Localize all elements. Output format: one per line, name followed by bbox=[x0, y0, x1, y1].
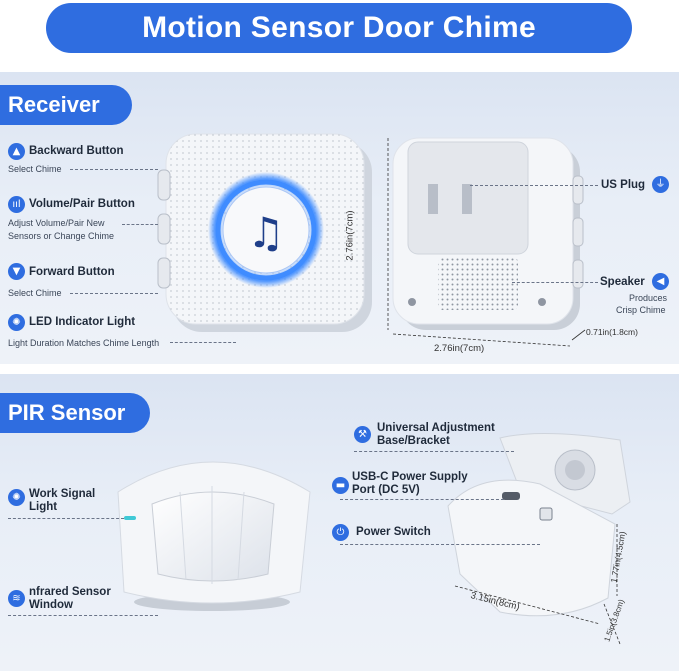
receiver-panel: ♫ Receiver ▲ Backward Button Select C bbox=[0, 72, 679, 364]
receiver-depth-dimension: 0.71in(1.8cm) bbox=[586, 327, 638, 337]
infrared-wave-icon: ≋ bbox=[8, 590, 25, 607]
triangle-down-icon: ▼ bbox=[8, 263, 25, 280]
us-plug-leader-line bbox=[470, 185, 598, 186]
wrench-icon: ⚒ bbox=[354, 426, 371, 443]
triangle-up-icon: ▲ bbox=[8, 143, 25, 160]
page-title: Motion Sensor Door Chime bbox=[142, 11, 536, 44]
usbc-line1: USB-C Power Supply bbox=[352, 471, 468, 483]
backward-button-desc: Select Chime bbox=[8, 164, 62, 174]
pir-section-label: PIR Sensor bbox=[0, 393, 150, 433]
pir-section-text: PIR Sensor bbox=[8, 400, 126, 425]
work-signal-leader-line bbox=[8, 518, 124, 519]
receiver-back bbox=[392, 137, 584, 330]
speaker-label: Speaker bbox=[600, 276, 645, 288]
power-switch-label: Power Switch bbox=[356, 526, 431, 538]
light-burst-icon: ✺ bbox=[8, 489, 25, 506]
plug-icon: ⏚ bbox=[652, 176, 669, 193]
speaker-icon: ◀ bbox=[652, 273, 669, 290]
speaker-desc-line1: Produces bbox=[629, 293, 668, 303]
music-note-icon: ♫ bbox=[247, 208, 285, 257]
us-plug-label: US Plug bbox=[601, 179, 646, 191]
backward-leader-line bbox=[70, 169, 158, 170]
speaker-desc-line2: Crisp Chime bbox=[616, 305, 666, 315]
bracket-leader-line bbox=[354, 451, 514, 452]
forward-button-label: Forward Button bbox=[29, 266, 115, 278]
bracket-line1: Universal Adjustment bbox=[377, 422, 495, 434]
receiver-front: ♫ bbox=[157, 133, 372, 332]
power-switch-leader-line bbox=[340, 544, 540, 545]
pir-panel: PIR Sensor ✺ Work Signal Light ≋ nfrared… bbox=[0, 374, 679, 671]
infrared-line2: Window bbox=[29, 599, 73, 611]
forward-button-desc: Select Chime bbox=[8, 288, 62, 298]
power-icon: ⏻ bbox=[332, 524, 349, 541]
led-indicator-label: LED Indicator Light bbox=[29, 316, 136, 328]
work-signal-line1: Work Signal bbox=[29, 488, 96, 500]
volume-leader-line bbox=[122, 224, 158, 225]
infrared-line1: nfrared Sensor bbox=[29, 586, 111, 598]
volume-pair-desc-line2: Sensors or Change Chime bbox=[8, 231, 115, 241]
volume-pair-button-label: Volume/Pair Button bbox=[29, 198, 135, 210]
receiver-section-label: Receiver bbox=[0, 85, 132, 125]
work-signal-line2: Light bbox=[29, 501, 58, 513]
volume-pair-desc-line1: Adjust Volume/Pair New bbox=[8, 218, 105, 228]
pir-sensor-front bbox=[117, 461, 311, 611]
led-indicator-desc: Light Duration Matches Chime Length bbox=[8, 338, 160, 348]
pir-sensor-side bbox=[447, 432, 631, 617]
pir-illustration bbox=[117, 432, 631, 645]
title-banner: Motion Sensor Door Chime bbox=[46, 3, 632, 53]
backward-button-label: Backward Button bbox=[29, 145, 124, 157]
usb-c-port-icon: ▬ bbox=[332, 477, 349, 494]
receiver-height-dimension: 2.76in(7cm) bbox=[344, 210, 356, 261]
speaker-leader-line bbox=[512, 282, 598, 283]
forward-leader-line bbox=[70, 293, 158, 294]
infrared-leader-line bbox=[8, 615, 158, 616]
work-signal-led bbox=[124, 516, 136, 520]
receiver-section-text: Receiver bbox=[8, 92, 100, 117]
usbc-leader-line bbox=[340, 499, 504, 500]
bracket-line2: Base/Bracket bbox=[377, 435, 450, 447]
led-leader-line bbox=[170, 342, 236, 343]
volume-bars-icon: ııl bbox=[8, 196, 25, 213]
receiver-illustration: ♫ bbox=[157, 133, 586, 347]
lightbulb-icon: ✺ bbox=[8, 314, 25, 331]
receiver-width-dimension: 2.76in(7cm) bbox=[434, 343, 485, 354]
usbc-line2: Port (DC 5V) bbox=[352, 484, 420, 496]
